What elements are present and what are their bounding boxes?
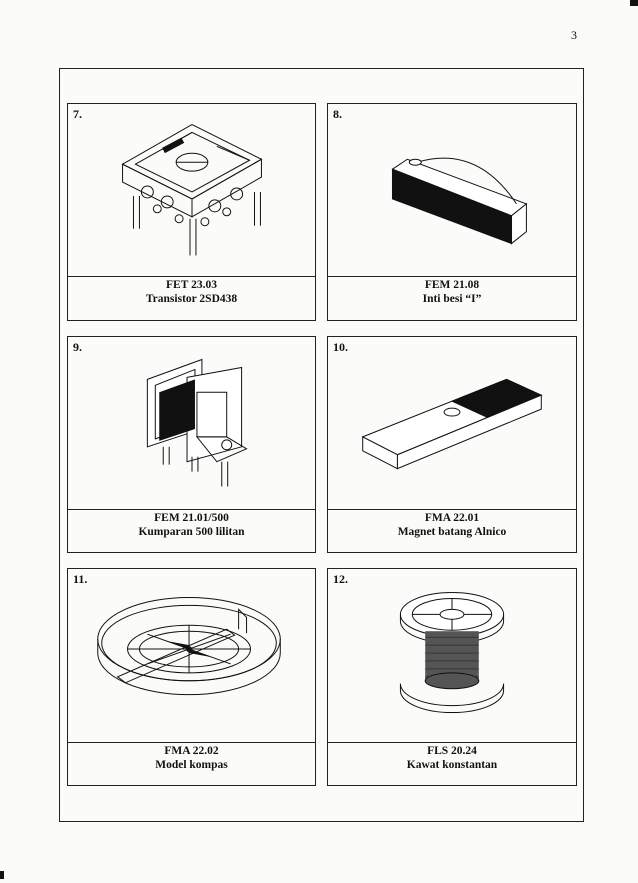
iron-core-drawing-icon (391, 157, 528, 245)
item-number: 8. (333, 107, 342, 121)
item-cell-7: 7. FET 23.03 Transis (67, 103, 316, 321)
item-number: 11. (73, 572, 88, 586)
item-caption: FMA 22.02 Model kompas (68, 740, 315, 785)
item-cell-9: 9. FEM 21.01/500 Kumparan 500 lilitan (67, 336, 316, 553)
item-name: Kawat konstantan (406, 759, 498, 771)
item-code: FLS 20.24 (427, 745, 477, 757)
item-image-area: 9. (68, 337, 315, 510)
item-code: FET 23.03 (166, 279, 217, 291)
item-caption: FET 23.03 Transistor 2SD438 (68, 274, 315, 320)
wire-spool-drawing-icon (399, 592, 505, 714)
scan-mark-bottom-left (0, 871, 4, 879)
scan-mark-top-right (630, 0, 638, 6)
item-image-area: 10. (328, 337, 576, 510)
item-cell-12: 12. FLS 20.24 Kawat konstantan (327, 568, 577, 786)
item-number: 12. (333, 572, 348, 586)
item-code: FEM 21.01/500 (154, 512, 229, 524)
item-caption: FEM 21.08 Inti besi “I” (328, 274, 576, 320)
item-caption: FMA 22.01 Magnet batang Alnico (328, 507, 576, 552)
item-number: 9. (73, 340, 82, 354)
item-number: 7. (73, 107, 82, 121)
item-image-area: 8. (328, 104, 576, 277)
item-name: Model kompas (155, 759, 228, 771)
page-number: 3 (571, 28, 577, 42)
item-name: Inti besi “I” (422, 293, 482, 305)
item-name: Transistor 2SD438 (145, 293, 238, 305)
item-name: Kumparan 500 lilitan (138, 526, 245, 538)
transistor-drawing-icon (121, 123, 263, 256)
item-code: FEM 21.08 (424, 279, 480, 291)
item-cell-8: 8. FEM 21.08 Inti besi “I” (327, 103, 577, 321)
outer-frame (59, 68, 584, 822)
item-code: FMA 22.02 (164, 745, 219, 757)
item-number: 10. (333, 340, 348, 354)
compass-drawing-icon (97, 596, 281, 696)
item-caption: FEM 21.01/500 Kumparan 500 lilitan (68, 507, 315, 552)
item-cell-10: 10. FMA 22.01 Magnet batang Alnico (327, 336, 577, 553)
item-caption: FLS 20.24 Kawat konstantan (328, 740, 576, 785)
item-cell-11: 11. FMA 22.02 Model kompas (67, 568, 316, 786)
item-image-area: 12. (328, 569, 576, 743)
item-image-area: 11. (68, 569, 315, 743)
bar-magnet-drawing-icon (361, 378, 543, 470)
coil-drawing-icon (146, 358, 248, 487)
item-name: Magnet batang Alnico (397, 526, 507, 538)
item-code: FMA 22.01 (424, 512, 480, 524)
item-image-area: 7. (68, 104, 315, 277)
